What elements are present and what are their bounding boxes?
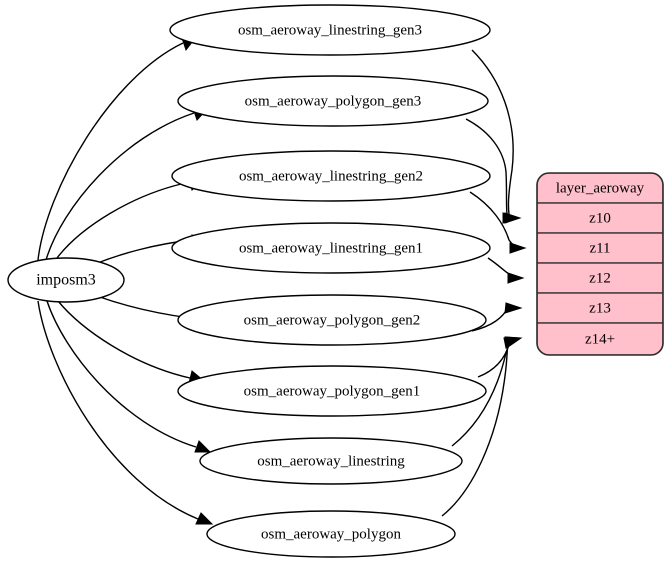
node-osm_aeroway_linestring_gen1[interactable]: osm_aeroway_linestring_gen1	[171, 222, 491, 274]
node-osm_aeroway_polygon[interactable]: osm_aeroway_polygon	[206, 510, 456, 558]
table-cell-label-z12: z12	[589, 270, 611, 286]
node-imposm3-label: imposm3	[36, 272, 96, 289]
node-osm_aeroway_polygon_gen3[interactable]: osm_aeroway_polygon_gen3	[177, 75, 489, 127]
arrowhead-linestring	[194, 440, 212, 453]
node-osm_aeroway_linestring_gen2[interactable]: osm_aeroway_linestring_gen2	[171, 150, 491, 202]
node-label: osm_aeroway_polygon_gen1	[244, 383, 421, 399]
edge-linestring-gen3-to-z10	[471, 49, 514, 215]
node-label: osm_aeroway_linestring_gen1	[239, 240, 423, 256]
arrowhead-polygon	[195, 512, 214, 525]
edge-imposm3-to-polygon-gen2	[96, 295, 191, 319]
node-label: osm_aeroway_linestring_gen2	[239, 168, 423, 184]
table-cell-label-z13: z13	[589, 300, 611, 316]
node-layer-aeroway-table[interactable]: layer_aeroway z10 z11 z12 z13 z14+	[536, 172, 664, 356]
edge-polygon-gen3-to-z10	[465, 118, 508, 215]
node-imposm3-shape[interactable]	[7, 257, 125, 303]
table-outline	[536, 172, 664, 356]
node-shape[interactable]	[177, 75, 489, 127]
table-cell-label-z10: z10	[589, 210, 611, 226]
edge-imposm3-to-polygon-gen1	[57, 300, 191, 379]
edge-imposm3-to-linestring-gen3	[37, 42, 184, 261]
node-label: osm_aeroway_linestring	[257, 453, 405, 469]
table-row-z10[interactable]	[537, 202, 663, 234]
edge-imposm3-to-linestring-gen2	[56, 181, 191, 259]
edge-imposm3-to-polygon-gen3	[45, 112, 195, 261]
node-shape[interactable]	[199, 437, 463, 485]
table-cell-label-z11: z11	[589, 240, 610, 256]
node-label: osm_aeroway_linestring_gen3	[238, 22, 422, 38]
node-shape[interactable]	[177, 365, 487, 417]
node-shape[interactable]	[171, 222, 491, 274]
arrowhead-z11	[509, 242, 527, 254]
arrowhead-z10-b	[502, 212, 520, 224]
node-label: osm_aeroway_polygon	[261, 526, 401, 542]
node-shape[interactable]	[171, 150, 491, 202]
node-osm_aeroway_polygon_gen2[interactable]: osm_aeroway_polygon_gen2	[177, 294, 487, 346]
table-row-z14[interactable]	[537, 322, 663, 355]
edge-imposm3-to-linestring	[46, 300, 197, 448]
table-cell-label-z14: z14+	[585, 331, 615, 347]
arrowhead-z14-c	[503, 337, 521, 349]
node-osm_aeroway_linestring[interactable]: osm_aeroway_linestring	[199, 437, 463, 485]
node-shape[interactable]	[206, 510, 456, 558]
node-osm_aeroway_linestring_gen3[interactable]: osm_aeroway_linestring_gen3	[169, 4, 491, 56]
node-osm_aeroway_polygon_gen1[interactable]: osm_aeroway_polygon_gen1	[177, 365, 487, 417]
arrowhead-z13	[504, 302, 523, 314]
node-imposm3[interactable]: imposm3	[7, 257, 125, 303]
node-label: osm_aeroway_polygon_gen2	[244, 312, 421, 328]
node-shape[interactable]	[169, 4, 491, 56]
table-header-label: layer_aeroway	[556, 180, 645, 196]
node-shape[interactable]	[177, 294, 487, 346]
edge-imposm3-to-polygon	[37, 300, 199, 520]
arrowhead-z12	[507, 272, 525, 284]
edge-polygon-to-z14	[441, 340, 509, 517]
table-row-z13[interactable]	[537, 292, 663, 324]
node-label: osm_aeroway_polygon_gen3	[245, 93, 422, 109]
edges-to-table	[441, 49, 527, 517]
